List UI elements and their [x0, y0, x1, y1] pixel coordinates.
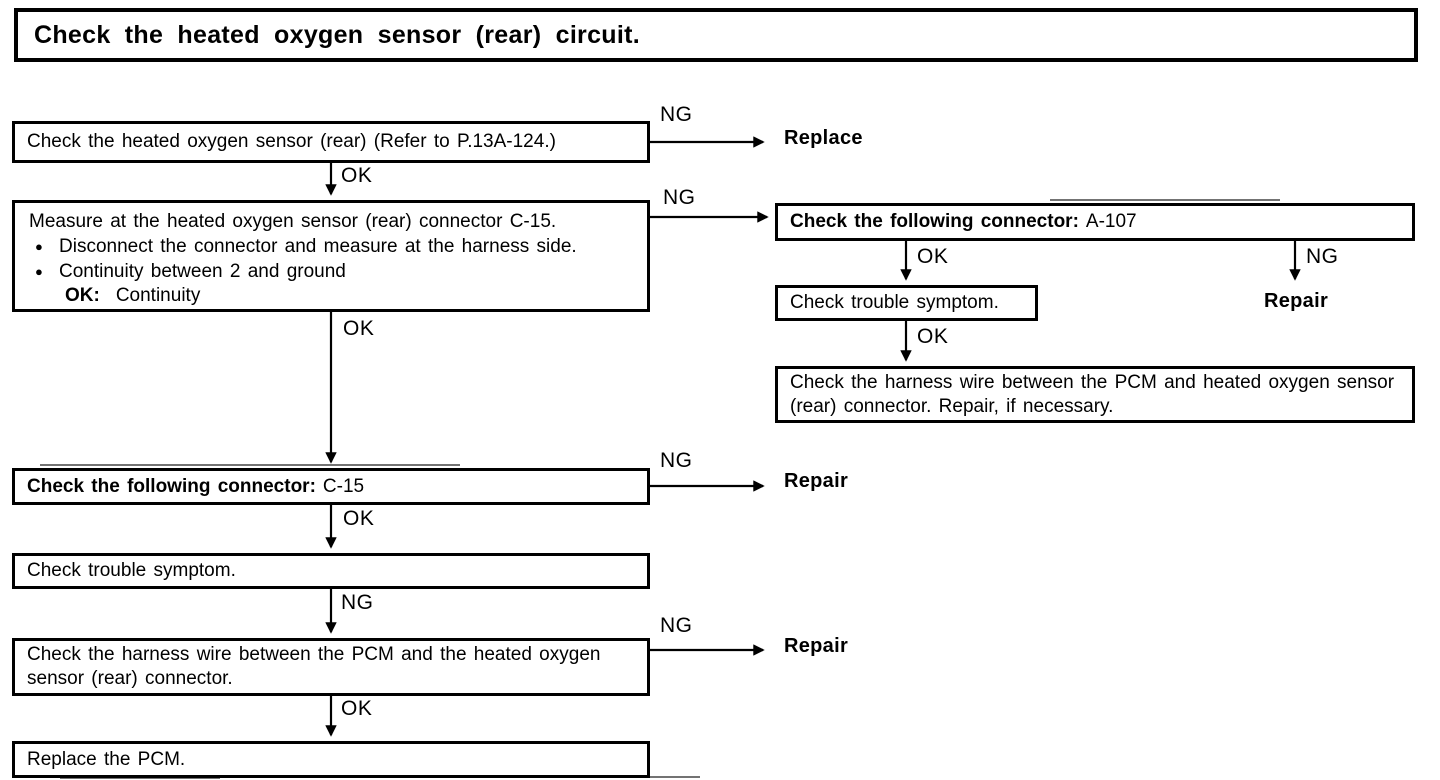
edge-label-ok: OK — [343, 507, 375, 530]
bullet-icon: ● — [35, 239, 43, 254]
symptom-main-text: Check trouble symptom. — [27, 560, 236, 581]
c15-bold-text: Check the following connector: — [27, 475, 316, 497]
scan-artifact — [40, 464, 460, 466]
measure-title: Measure at the heated oxygen sensor (rea… — [29, 211, 557, 232]
terminal-repair: Repair — [784, 635, 849, 657]
harness-main-text: Check the harness wire between the PCM a… — [27, 644, 601, 689]
flow-box-harness-right: Check the harness wire between the PCM a… — [775, 366, 1415, 423]
flow-box-connector-c15: Check the following connector: C-15 — [12, 468, 650, 505]
terminal-repair: Repair — [784, 470, 849, 492]
measure-bullet-1: Disconnect the connector and measure at … — [59, 236, 577, 257]
bullet-icon: ● — [35, 264, 43, 279]
edge-label-ok: OK — [343, 317, 375, 340]
flow-box-symptom-main: Check trouble symptom. — [12, 553, 650, 589]
flow-box-harness-main: Check the harness wire between the PCM a… — [12, 638, 650, 696]
a107-value: A-107 — [1085, 211, 1137, 232]
flow-box-connector-a107: Check the following connector: A-107 — [775, 203, 1415, 241]
page-title: Check the heated oxygen sensor (rear) ci… — [34, 20, 640, 49]
flow-box-measure: Measure at the heated oxygen sensor (rea… — [12, 200, 650, 312]
terminal-replace: Replace — [784, 127, 863, 149]
scan-artifact — [1050, 199, 1280, 201]
scan-artifact — [60, 777, 220, 779]
terminal-repair: Repair — [1264, 290, 1329, 312]
a107-bold-text: Check the following connector: — [790, 211, 1079, 232]
edge-label-ng: NG — [660, 103, 693, 126]
c15-value: C-15 — [322, 475, 365, 497]
replace-pcm-text: Replace the PCM. — [27, 748, 186, 770]
measure-ok-value: Continuity — [115, 285, 201, 306]
flow-box-check-sensor: Check the heated oxygen sensor (rear) (R… — [12, 121, 650, 163]
edge-label-ng: NG — [1306, 245, 1339, 268]
flow-box-replace-pcm: Replace the PCM. — [12, 741, 650, 778]
edge-label-ng: NG — [341, 591, 374, 614]
flow-title-box: Check the heated oxygen sensor (rear) ci… — [14, 8, 1418, 62]
edge-label-ok: OK — [341, 697, 373, 720]
edge-label-ng: NG — [660, 614, 693, 637]
scan-artifact — [1120, 8, 1240, 10]
edge-label-ok: OK — [917, 245, 949, 268]
check-sensor-text: Check the heated oxygen sensor (rear) (R… — [27, 131, 556, 152]
edge-label-ng: NG — [663, 186, 696, 209]
edge-label-ok: OK — [341, 164, 373, 187]
measure-bullet-2: Continuity between 2 and ground — [59, 261, 346, 282]
edge-label-ng: NG — [660, 449, 693, 472]
scan-artifact — [280, 776, 700, 778]
symptom-right-text: Check trouble symptom. — [790, 292, 999, 313]
flow-box-symptom-right: Check trouble symptom. — [775, 285, 1038, 321]
measure-ok-key: OK: — [65, 285, 100, 306]
edge-label-ok: OK — [917, 325, 949, 348]
harness-right-text: Check the harness wire between the PCM a… — [790, 371, 1395, 417]
